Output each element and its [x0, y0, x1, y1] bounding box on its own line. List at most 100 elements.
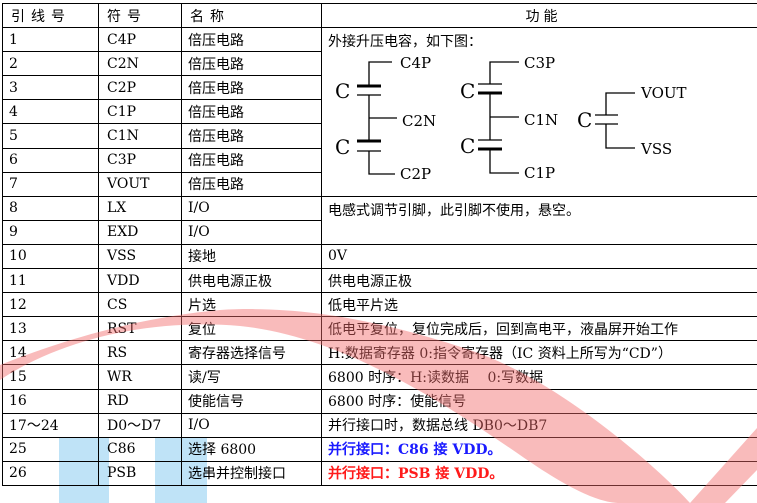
pin-number: 2 [2, 51, 99, 77]
pin-number: 8 [2, 195, 99, 221]
pin-number: 1 [2, 27, 99, 53]
pin-symbol: PSB [98, 460, 182, 486]
pin-label: C1P [524, 164, 555, 182]
table-row: 13 RST 复位低电平复位，复位完成后，回到高电平，液晶屏开始工作 [2, 316, 757, 342]
pin-function: H:数据寄存器 0:指令寄存器（IC 资料上所写为“CD”） [321, 340, 757, 366]
pin-symbol: VOUT [98, 171, 182, 197]
pin-number: 25 [2, 436, 99, 462]
pin-number: 15 [2, 364, 99, 390]
pin-symbol: VSS [98, 243, 182, 270]
pin-function: 供电电源正极 [321, 268, 757, 294]
pin-symbol: C3P [98, 147, 182, 173]
pin-number: 12 [2, 292, 99, 318]
table-row: 5 C1N 倍压电路 [2, 123, 757, 149]
pin-number: 13 [2, 316, 99, 342]
pin-name: I/O [181, 219, 322, 245]
header-name: 名称 [181, 2, 322, 29]
pin-name: 倍压电路 [181, 99, 322, 125]
pin-number: 11 [2, 268, 99, 294]
pin-symbol: C2P [98, 75, 182, 101]
pin-number: 10 [2, 243, 99, 270]
pin-function: 并行接口：C86 接 VDD。 [321, 436, 757, 462]
pin-number: 4 [2, 99, 99, 125]
pin-number: 7 [2, 171, 99, 197]
pin-label: C3P [524, 54, 555, 72]
pin-number: 6 [2, 147, 99, 173]
pin-number: 14 [2, 340, 99, 366]
pin-name: 片选 [181, 292, 322, 318]
table-row: 11 VDD 供电电源正极供电电源正极 [2, 268, 757, 294]
pin-symbol: C2N [98, 51, 182, 77]
caps-text: 外接升压电容，如下图： [328, 34, 482, 51]
pin-table: 引线号 符号 名称 功能 1 C4P 倍压电路外接升压电容，如下图： C C C… [2, 2, 757, 486]
table-row: 1 C4P 倍压电路外接升压电容，如下图： C C C C C C4P C2N … [2, 27, 757, 197]
pin-function: 并行接口时，数据总线 DB0～DB7 [321, 412, 757, 438]
pin-function-caps: 外接升压电容，如下图： C C C C C C4P C2N C2P C3P C1… [321, 27, 757, 197]
pin-symbol: D0～D7 [98, 412, 182, 438]
pin-symbol: RS [98, 340, 182, 366]
pin-number: 9 [2, 219, 99, 245]
pin-label: C4P [400, 54, 431, 72]
pin-symbol: C86 [98, 436, 182, 462]
table-row: 26 PSB 选串并控制接口并行接口：PSB 接 VDD。 [2, 460, 757, 486]
pin-symbol: WR [98, 364, 182, 390]
pin-symbol: C4P [98, 27, 182, 53]
pin-label: C2N [402, 112, 436, 130]
capacitor-diagram: C C C C C C4P C2N C2P C3P C1N C1P VOUT V… [335, 54, 687, 183]
pin-name: 倍压电路 [181, 27, 322, 53]
pin-number: 5 [2, 123, 99, 149]
pin-label: C2P [400, 165, 431, 183]
pin-name: 寄存器选择信号 [181, 340, 322, 366]
pin-name: I/O [181, 412, 322, 438]
pin-number: 16 [2, 388, 99, 414]
pin-name: 倍压电路 [181, 171, 322, 197]
header-symbol: 符号 [98, 2, 182, 29]
pin-function: 0V [321, 243, 757, 270]
table-row: 3 C2P 倍压电路 [2, 75, 757, 101]
pin-symbol: EXD [98, 219, 182, 245]
pin-function: 6800 时序：使能信号 [321, 388, 757, 414]
pin-name: 读/写 [181, 364, 322, 390]
pin-symbol: RST [98, 316, 182, 342]
pin-name: 接地 [181, 243, 322, 270]
pin-number: 3 [2, 75, 99, 101]
cap-label: C [577, 108, 592, 132]
cap-label: C [460, 79, 475, 103]
pin-name: 选择 6800 [181, 436, 322, 462]
pin-name: 倍压电路 [181, 147, 322, 173]
cap-label: C [335, 135, 350, 159]
pin-label: VSS [640, 140, 672, 158]
pin-label: VOUT [640, 84, 687, 102]
pin-symbol: CS [98, 292, 182, 318]
pin-function: 并行接口：PSB 接 VDD。 [321, 460, 757, 486]
pin-name: 供电电源正极 [181, 268, 322, 294]
pin-name: 倍压电路 [181, 75, 322, 101]
pin-name: I/O [181, 195, 322, 221]
pin-symbol: VDD [98, 268, 182, 294]
table-row: 9 EXD I/O [2, 219, 757, 245]
pin-function: 低电平片选 [321, 292, 757, 318]
cap-label: C [335, 79, 350, 103]
pin-symbol: C1P [98, 99, 182, 125]
pin-number: 26 [2, 460, 99, 486]
pin-name: 倍压电路 [181, 51, 322, 77]
pin-name: 复位 [181, 316, 322, 342]
pin-symbol: C1N [98, 123, 182, 149]
cap-label: C [460, 134, 475, 158]
header-function: 功能 [321, 2, 757, 29]
pin-name: 选串并控制接口 [181, 460, 322, 486]
table-row: 12 CS 片选低电平片选 [2, 292, 757, 318]
pin-number: 17～24 [2, 412, 99, 438]
pin-name: 倍压电路 [181, 123, 322, 149]
header-pin: 引线号 [2, 2, 99, 29]
pin-function: 低电平复位，复位完成后，回到高电平，液晶屏开始工作 [321, 316, 757, 342]
pin-label: C1N [524, 111, 558, 129]
pin-symbol: LX [98, 195, 182, 221]
table-header: 引线号 符号 名称 功能 [2, 2, 757, 29]
